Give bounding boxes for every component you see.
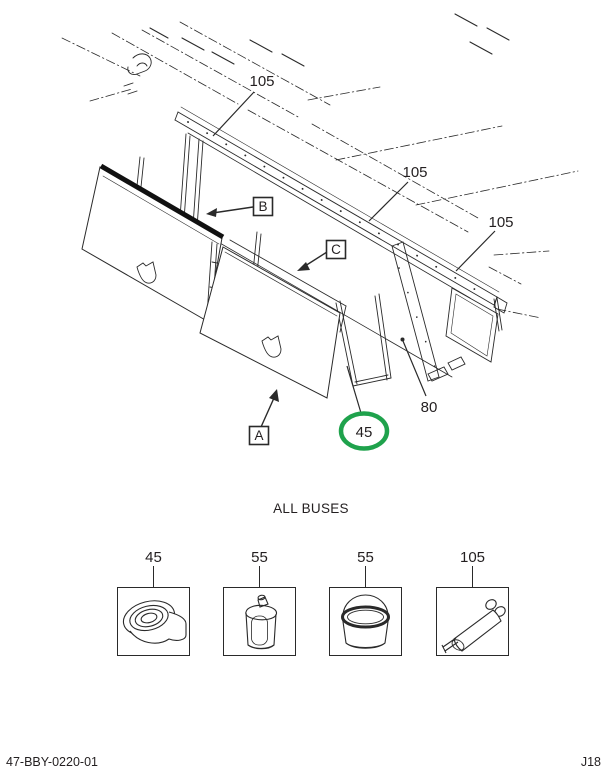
tape-roll-icon <box>122 599 187 644</box>
leader-105-mid <box>368 181 409 222</box>
leader-80-dot <box>400 337 405 342</box>
legend-item-55-can[interactable]: 55 <box>329 550 402 656</box>
legend-part-number: 55 <box>251 549 268 566</box>
legend-part-box <box>436 587 509 656</box>
page-code: J18 <box>580 755 601 769</box>
legend-connector-line <box>471 566 474 587</box>
callouts: 105 105 105 80 B C <box>206 73 514 451</box>
legend-part-box <box>223 587 296 656</box>
view-label-c: C <box>297 239 347 271</box>
callout-80[interactable]: 80 <box>421 399 438 416</box>
molding-clip-icon <box>441 598 506 653</box>
callout-105-right[interactable]: 105 <box>488 214 513 231</box>
legend-connector-line <box>152 566 155 587</box>
spray-can-icon <box>245 594 278 649</box>
leader-105-right <box>455 230 496 272</box>
legend-connector-line <box>258 566 261 587</box>
panel-c-liner <box>229 239 347 333</box>
view-label-a: A <box>248 389 279 446</box>
leader-80 <box>402 340 427 397</box>
highlight-ellipse <box>338 411 390 451</box>
legend-part-number: 45 <box>145 549 162 566</box>
legend-item-105[interactable]: 105 <box>436 550 509 656</box>
svg-text:C: C <box>331 242 341 257</box>
legend-part-number: 105 <box>459 549 486 566</box>
legend-item-55-cartridge[interactable]: 55 <box>223 550 296 656</box>
open-can-icon <box>341 593 390 649</box>
callout-45: 45 <box>356 424 373 441</box>
legend-item-45[interactable]: 45 <box>117 550 190 656</box>
callout-105-mid[interactable]: 105 <box>402 164 427 181</box>
end-panel <box>445 287 503 363</box>
svg-text:A: A <box>254 428 263 443</box>
legend-connector-line <box>364 566 367 587</box>
panel-a-latch-notch <box>261 335 282 358</box>
svg-text:B: B <box>258 199 267 214</box>
leader-45 <box>346 365 362 414</box>
legend-part-box <box>117 587 190 656</box>
diagram-linework <box>61 13 579 399</box>
seal-channel-45 <box>335 293 392 387</box>
applicability-caption: ALL BUSES <box>273 501 349 516</box>
channel-frame-80 <box>391 241 466 382</box>
view-label-b: B <box>206 196 274 217</box>
cross-member-marks <box>149 13 510 67</box>
panel-b-latch-notch <box>136 261 157 284</box>
highlighted-callout-45[interactable]: 45 <box>338 365 390 451</box>
mounting-rail <box>174 106 508 314</box>
callout-105-top[interactable]: 105 <box>249 73 274 90</box>
roof-bracket <box>123 53 152 95</box>
legend-part-number: 55 <box>357 549 374 566</box>
hidden-structure-lines <box>61 21 579 319</box>
exploded-view-diagram: 105 105 105 80 B C <box>61 13 579 451</box>
access-panel-a <box>199 246 341 399</box>
legend-part-box <box>329 587 402 656</box>
access-panel-b <box>81 163 225 322</box>
drawing-number: 47-BBY-0220-01 <box>6 755 98 769</box>
leader-105-top <box>212 91 255 137</box>
